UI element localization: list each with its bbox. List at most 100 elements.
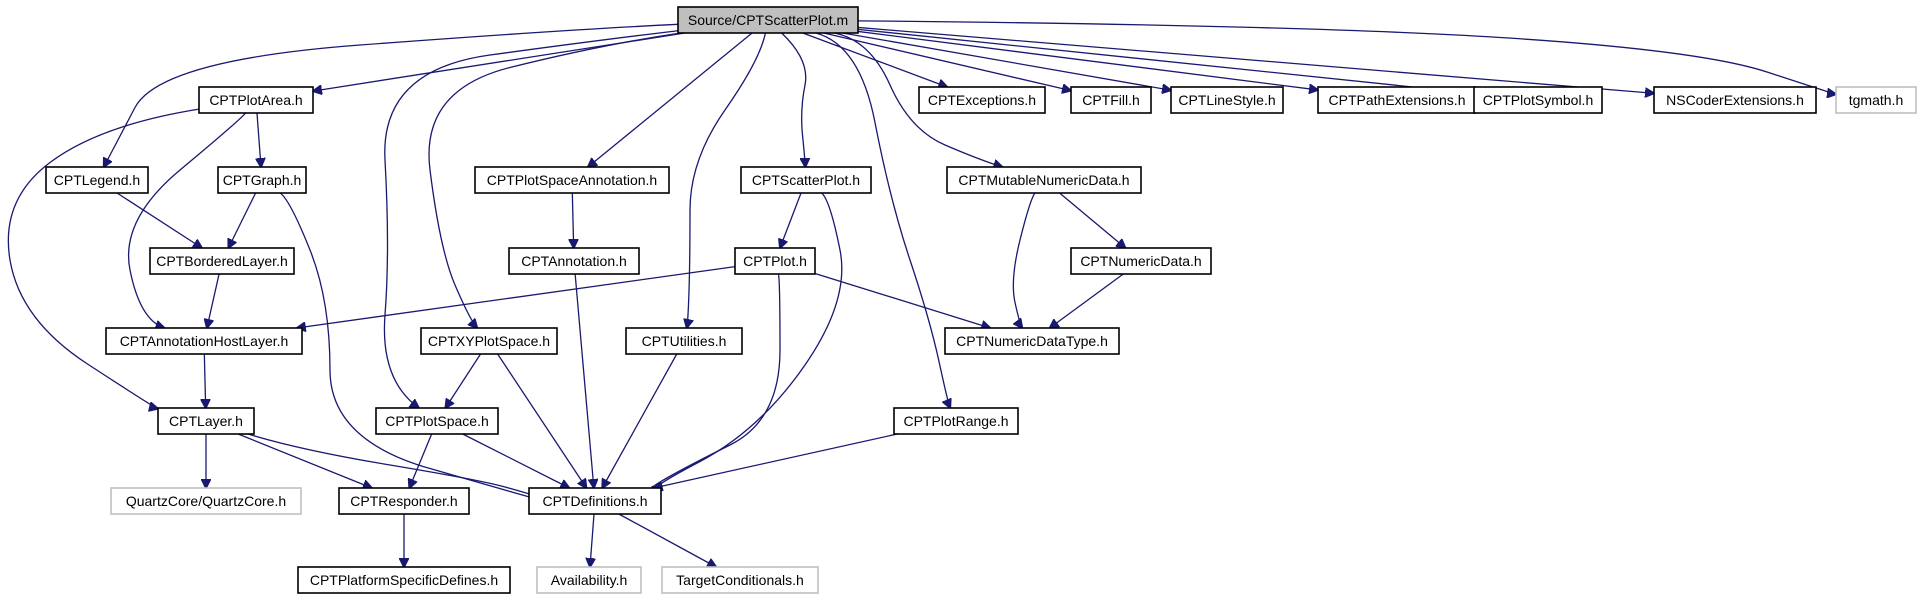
node-plotarea[interactable]: CPTPlotArea.h [198, 86, 314, 114]
node-label: CPTPlotArea.h [209, 92, 302, 108]
node-numdata[interactable]: CPTNumericData.h [1070, 247, 1212, 275]
edge-mutnum-to-numtype [1012, 192, 1036, 328]
node-layer[interactable]: CPTLayer.h [157, 407, 255, 435]
node-box [508, 247, 640, 275]
node-fill[interactable]: CPTFill.h [1070, 86, 1152, 114]
node-tgmath: tgmath.h [1835, 86, 1917, 114]
node-plotrange[interactable]: CPTPlotRange.h [893, 407, 1019, 435]
node-box [474, 166, 670, 194]
node-label: CPTLegend.h [54, 172, 140, 188]
node-label: CPTPlotSpace.h [385, 413, 489, 429]
edge-plotspace-to-definitions [462, 433, 570, 488]
edge-annhost-to-layer [204, 353, 205, 408]
node-box [110, 487, 302, 515]
edge-root-to-psannot [588, 32, 753, 167]
node-box [1070, 86, 1152, 114]
node-box [1835, 86, 1917, 114]
node-utilities[interactable]: CPTUtilities.h [625, 327, 743, 355]
node-box [893, 407, 1019, 435]
edge-psannot-to-annotation [572, 192, 573, 248]
node-xyps[interactable]: CPTXYPlotSpace.h [420, 327, 558, 355]
node-box [740, 166, 872, 194]
edge-mutnum-to-numdata [1059, 192, 1126, 248]
node-box [338, 487, 470, 515]
node-nscoder[interactable]: NSCoderExtensions.h [1653, 86, 1817, 114]
node-numtype[interactable]: CPTNumericDataType.h [944, 327, 1120, 355]
node-mutnum[interactable]: CPTMutableNumericData.h [946, 166, 1142, 194]
edge-plot-to-numtype [814, 272, 990, 328]
node-box [918, 86, 1046, 114]
node-platform[interactable]: CPTPlatformSpecificDefines.h [297, 566, 511, 594]
edge-legend-to-bordered [116, 192, 202, 248]
node-label: CPTPlot.h [743, 253, 807, 269]
node-box [45, 166, 149, 194]
node-pathext[interactable]: CPTPathExtensions.h [1317, 86, 1477, 114]
edge-root-to-xyps [428, 32, 681, 328]
node-label: CPTUtilities.h [642, 333, 727, 349]
node-plotsymbol[interactable]: CPTPlotSymbol.h [1473, 86, 1603, 114]
node-definitions[interactable]: CPTDefinitions.h [528, 487, 662, 515]
node-box [1170, 86, 1284, 114]
edge-utilities-to-definitions [602, 353, 678, 488]
node-box [1070, 247, 1212, 275]
node-linestyle[interactable]: CPTLineStyle.h [1170, 86, 1284, 114]
edge-root-to-mutnum [834, 32, 1002, 167]
node-label: CPTBorderedLayer.h [156, 253, 288, 269]
edge-plotarea-to-layer [7, 108, 200, 409]
node-box [149, 247, 295, 275]
node-legend[interactable]: CPTLegend.h [45, 166, 149, 194]
node-label: CPTDefinitions.h [542, 493, 647, 509]
edge-xyps-to-definitions [497, 353, 587, 488]
node-label: TargetConditionals.h [676, 572, 804, 588]
edge-root-to-nscoder [857, 26, 1654, 93]
edge-plot-to-definitions [649, 273, 781, 491]
node-scatterplot[interactable]: CPTScatterPlot.h [740, 166, 872, 194]
node-plotspace[interactable]: CPTPlotSpace.h [375, 407, 499, 435]
node-plot[interactable]: CPTPlot.h [734, 247, 816, 275]
edge-layer-to-definitions [247, 433, 529, 494]
edge-root-to-exceptions [802, 32, 947, 87]
edge-scatterplot-to-definitions [656, 192, 843, 490]
edge-graph-to-definitions [279, 192, 529, 497]
edge-numdata-to-numtype [1050, 273, 1124, 328]
node-label: CPTXYPlotSpace.h [428, 333, 550, 349]
node-label: NSCoderExtensions.h [1666, 92, 1804, 108]
node-box [297, 566, 511, 594]
node-box [1473, 86, 1603, 114]
node-label: tgmath.h [1849, 92, 1903, 108]
edge-layer-to-responder [237, 433, 372, 488]
node-label: CPTResponder.h [350, 493, 457, 509]
node-box [157, 407, 255, 435]
node-annotation[interactable]: CPTAnnotation.h [508, 247, 640, 275]
edge-annotation-to-definitions [574, 273, 594, 488]
node-responder[interactable]: CPTResponder.h [338, 487, 470, 515]
edge-root-to-linestyle [842, 32, 1171, 90]
edge-root-to-tgmath [857, 20, 1836, 94]
edge-root-to-utilities [687, 32, 767, 328]
node-label: CPTNumericData.h [1080, 253, 1201, 269]
edge-plotspace-to-responder [409, 433, 433, 488]
node-box [1653, 86, 1817, 114]
node-label: CPTAnnotation.h [521, 253, 627, 269]
node-box [536, 566, 642, 594]
edge-root-to-pathext [857, 30, 1318, 90]
node-graph[interactable]: CPTGraph.h [217, 166, 307, 194]
edge-root-to-fill [823, 32, 1071, 91]
node-label: CPTPlotSpaceAnnotation.h [487, 172, 657, 188]
edge-definitions-to-availability [590, 513, 594, 567]
node-label: CPTAnnotationHostLayer.h [120, 333, 289, 349]
node-label: CPTScatterPlot.h [752, 172, 860, 188]
node-targetcond: TargetConditionals.h [661, 566, 819, 594]
edge-root-to-plotsymbol [857, 28, 1474, 93]
node-psannot[interactable]: CPTPlotSpaceAnnotation.h [474, 166, 670, 194]
node-box [375, 407, 499, 435]
node-annhost[interactable]: CPTAnnotationHostLayer.h [105, 327, 303, 355]
node-label: CPTExceptions.h [928, 92, 1036, 108]
node-exceptions[interactable]: CPTExceptions.h [918, 86, 1046, 114]
node-availability: Availability.h [536, 566, 642, 594]
node-root[interactable]: Source/CPTScatterPlot.m [677, 6, 859, 34]
node-bordered[interactable]: CPTBorderedLayer.h [149, 247, 295, 275]
node-label: CPTGraph.h [223, 172, 302, 188]
